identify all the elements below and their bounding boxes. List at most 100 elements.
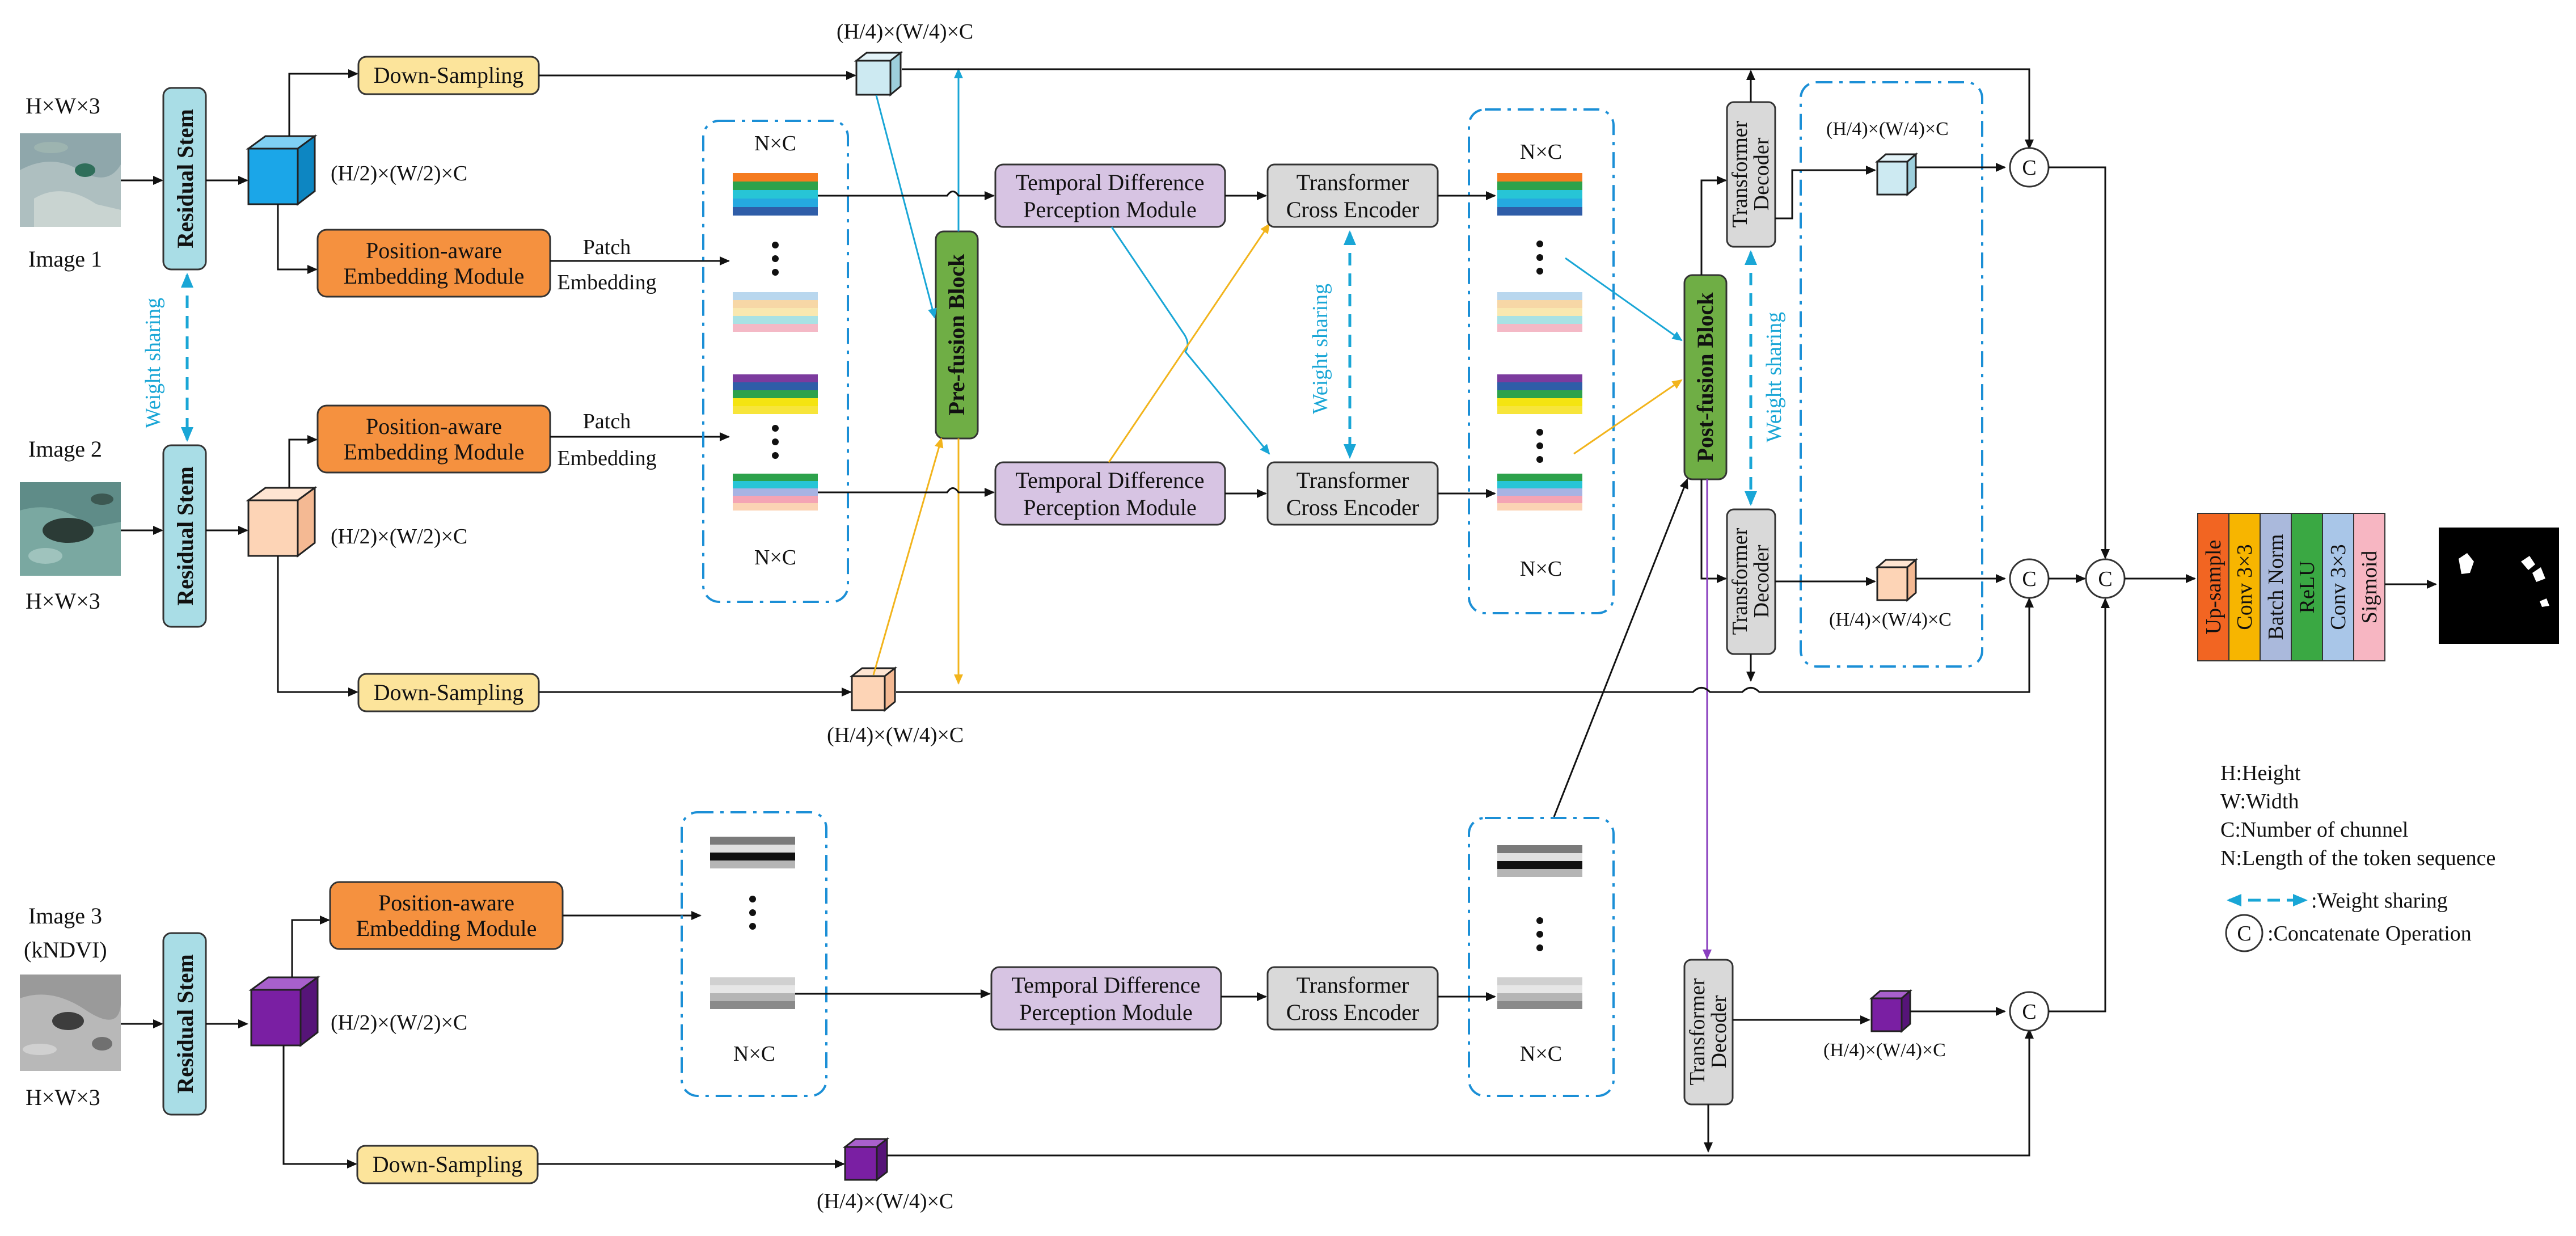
svg-text:Residual Stem: Residual Stem bbox=[172, 954, 198, 1094]
legend-def-token-length: N:Length of the token sequence bbox=[2220, 846, 2495, 870]
svg-text:Perception Module: Perception Module bbox=[1023, 197, 1197, 222]
arrow-tokens-postfusion-cyan bbox=[1565, 257, 1683, 341]
decoder-cube-1 bbox=[1874, 152, 1919, 197]
cube1-dims: (H/2)×(W/2)×C bbox=[331, 162, 467, 185]
decoder-cube3-dims: (H/4)×(W/4)×C bbox=[1823, 1040, 1946, 1061]
token-frame-left-bottom bbox=[681, 811, 827, 1097]
weight-sharing-label-decoders: Weight sharing bbox=[1762, 312, 1786, 442]
legend-concat-symbol bbox=[2225, 914, 2263, 952]
svg-text:Cross Encoder: Cross Encoder bbox=[1286, 197, 1419, 222]
token-dots-3 bbox=[1536, 241, 1543, 275]
token-dots-6 bbox=[1536, 917, 1543, 951]
svg-text:Perception Module: Perception Module bbox=[1019, 999, 1193, 1025]
tce-2: Transformer Cross Encoder bbox=[1266, 461, 1439, 526]
token-stack-2a bbox=[733, 374, 818, 414]
patch-label-2: Patch bbox=[583, 410, 631, 433]
down-sampling-1: Down-Sampling bbox=[357, 56, 540, 95]
token-stack-6b bbox=[1497, 977, 1582, 1009]
concat-node-final: C bbox=[2085, 558, 2126, 599]
arrow-skip3-concat bbox=[887, 1028, 2034, 1157]
image1-size-label: H×W×3 bbox=[26, 93, 100, 119]
token-stack-2b bbox=[733, 474, 818, 511]
down-sampling-3: Down-Sampling bbox=[356, 1145, 539, 1184]
decoder-output-frame bbox=[1800, 81, 1983, 668]
token-dots-4 bbox=[1536, 429, 1543, 463]
arrow-postfusion-decoder2 bbox=[1700, 479, 1727, 583]
tdpm-3: Temporal Difference Perception Module bbox=[990, 966, 1222, 1031]
svg-text:Decoder: Decoder bbox=[1750, 137, 1773, 210]
svg-text:Decoder: Decoder bbox=[1707, 995, 1731, 1068]
arrow-decoder1-cube bbox=[1775, 166, 1876, 220]
svg-text:Transformer: Transformer bbox=[1728, 528, 1752, 635]
legend-concat-label: :Concatenate Operation bbox=[2267, 922, 2472, 946]
position-embedding-3: Position-aware Embedding Module bbox=[329, 881, 564, 950]
arrow-bottom-tokens-postfusion bbox=[1553, 478, 1688, 817]
image3-name: Image 3 bbox=[28, 903, 102, 929]
arrow-smallcube2-prefusion bbox=[872, 437, 944, 676]
svg-text:C: C bbox=[2022, 156, 2036, 180]
arrow-tokens2-tdpm bbox=[818, 487, 995, 497]
svg-text:Transformer: Transformer bbox=[1297, 972, 1409, 998]
nxc-label-2: N×C bbox=[754, 546, 796, 570]
input-image-3 bbox=[20, 975, 121, 1071]
weight-sharing-label-stems: Weight sharing bbox=[141, 298, 165, 428]
svg-text:Position-aware: Position-aware bbox=[378, 890, 514, 916]
svg-text:Decoder: Decoder bbox=[1750, 545, 1773, 618]
image3-size-label: H×W×3 bbox=[26, 1085, 100, 1110]
tdpm-2: Temporal Difference Perception Module bbox=[994, 461, 1226, 526]
concat-node-1: C bbox=[2009, 147, 2050, 188]
small-cube2-dims: (H/4)×(W/4)×C bbox=[827, 723, 964, 747]
post-fusion-block: Post-fusion Block bbox=[1683, 274, 1728, 480]
cube2-dims: (H/2)×(W/2)×C bbox=[331, 525, 467, 549]
svg-text:Transformer: Transformer bbox=[1297, 170, 1409, 195]
small-cube3-dims: (H/4)×(W/4)×C bbox=[817, 1189, 953, 1213]
token-frame-left-top bbox=[702, 120, 849, 603]
tdpm-1: Temporal Difference Perception Module bbox=[994, 163, 1226, 228]
token-frame-right-top bbox=[1468, 108, 1615, 614]
arrow-cross-yellow bbox=[1108, 223, 1270, 463]
head-layer-6: Sigmoid bbox=[2358, 551, 2381, 624]
legend-def-height: H:Height bbox=[2220, 761, 2301, 785]
token-stack-4a bbox=[1497, 374, 1582, 414]
small-cube-3 bbox=[842, 1137, 890, 1182]
token-stack-1b bbox=[733, 292, 818, 332]
token-dots-1 bbox=[772, 242, 779, 276]
image1-name: Image 1 bbox=[28, 246, 102, 272]
image2-size-label: H×W×3 bbox=[26, 588, 100, 614]
svg-text:C: C bbox=[2022, 567, 2036, 591]
small-cube-1 bbox=[854, 50, 903, 97]
nxc-label-4: N×C bbox=[1520, 557, 1562, 581]
input-image-2 bbox=[20, 482, 121, 576]
token-frame-right-bottom bbox=[1468, 817, 1615, 1097]
feature-cube-1 bbox=[246, 134, 318, 206]
svg-text:Temporal Difference: Temporal Difference bbox=[1016, 467, 1205, 493]
down-sampling-2: Down-Sampling bbox=[357, 673, 540, 712]
svg-text:Embedding Module: Embedding Module bbox=[356, 916, 537, 941]
svg-text:Temporal Difference: Temporal Difference bbox=[1012, 972, 1201, 998]
legend-def-channel: C:Number of chunnel bbox=[2220, 818, 2408, 842]
svg-text:Embedding Module: Embedding Module bbox=[344, 439, 525, 465]
transformer-decoder-3: Transformer Decoder bbox=[1683, 959, 1734, 1106]
arrow-cube1-downsample bbox=[288, 69, 358, 136]
svg-text:C: C bbox=[2098, 567, 2112, 591]
token-stack-3b bbox=[1497, 292, 1582, 332]
arrow-concat1-final bbox=[2049, 166, 2110, 559]
arrow-concat3-final bbox=[2049, 598, 2110, 1013]
feature-cube-2 bbox=[246, 486, 318, 558]
transformer-decoder-2: Transformer Decoder bbox=[1726, 508, 1776, 655]
concat-node-2: C bbox=[2009, 558, 2050, 599]
svg-text:Down-Sampling: Down-Sampling bbox=[374, 680, 523, 705]
arrow-cube1-embed bbox=[277, 204, 318, 274]
embedding-label-2: Embedding bbox=[557, 446, 656, 470]
nxc-label-6: N×C bbox=[1520, 1042, 1562, 1066]
svg-text:Perception Module: Perception Module bbox=[1023, 495, 1197, 520]
position-embedding-2: Position-aware Embedding Module bbox=[316, 404, 551, 474]
position-embedding-1: Position-aware Embedding Module bbox=[316, 229, 551, 298]
svg-text:Embedding Module: Embedding Module bbox=[344, 263, 525, 289]
arrow-tokens-postfusion-yellow bbox=[1573, 379, 1683, 455]
nxc-label-5: N×C bbox=[733, 1042, 775, 1066]
svg-text:Down-Sampling: Down-Sampling bbox=[373, 1151, 522, 1177]
residual-stem-1: Residual Stem bbox=[162, 87, 207, 271]
svg-text:Down-Sampling: Down-Sampling bbox=[374, 62, 523, 88]
